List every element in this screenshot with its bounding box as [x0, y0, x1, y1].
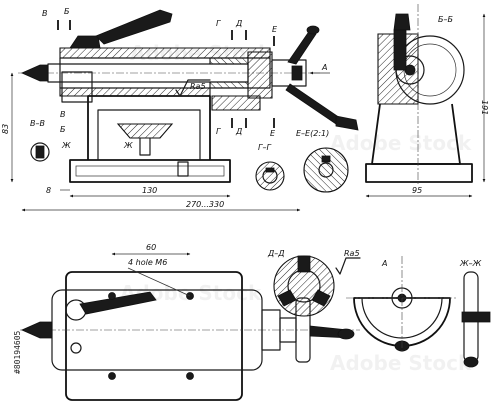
- screw-thread-bottom: [209, 81, 249, 89]
- plan-bolt-2: [108, 372, 116, 380]
- live-center-point: [21, 64, 49, 82]
- label-section-g-top: Г: [216, 19, 221, 28]
- vv-circle: [30, 142, 50, 162]
- clamp-boss: [69, 35, 101, 49]
- bb-lever-knob: [393, 13, 411, 31]
- label-section-e-bottom: Е: [270, 129, 276, 138]
- dim-270-330: 270...330: [186, 200, 224, 209]
- ee-outer: [303, 147, 349, 193]
- foot-bolt: [177, 161, 189, 177]
- base-plate: [69, 159, 231, 183]
- label-section-b: Б: [64, 7, 70, 16]
- label-ee: Е–Е(2:1): [296, 129, 329, 138]
- plan-clamp-boss: [65, 299, 87, 321]
- gg-outer: [255, 161, 285, 191]
- plan-clamp-lever: [79, 291, 157, 315]
- label-zhzh: Ж–Ж: [459, 259, 482, 268]
- stock-id: #80194605: [13, 330, 22, 374]
- base-slot: [75, 165, 225, 177]
- section-dd: Д–Д Ra5: [267, 249, 361, 317]
- label-section-zh-mid: Ж: [123, 141, 133, 150]
- ee-bore: [318, 162, 334, 178]
- label-section-v: В: [42, 9, 48, 18]
- roughness-ra-top: Ra5: [190, 82, 206, 91]
- zhzh-cross: [461, 311, 491, 323]
- handwheel-spoke-lower: [285, 83, 341, 125]
- label-dd: Д–Д: [267, 249, 285, 258]
- cutaway-bowl: [116, 123, 174, 139]
- label-section-d-top: Д: [235, 19, 242, 28]
- dim-83: 83: [1, 124, 10, 134]
- bb-spindle: [404, 64, 416, 76]
- gg-key: [265, 167, 275, 173]
- plan-handle-knob: [337, 328, 355, 340]
- section-zhzh: Ж–Ж: [459, 259, 491, 368]
- handwheel-knob-upper: [306, 25, 320, 35]
- roughness-symbol: [175, 79, 211, 97]
- section-gg: Г–Г: [255, 143, 285, 191]
- dim-60: 60: [146, 243, 156, 252]
- body-inner: [97, 109, 201, 161]
- dim-95: 95: [412, 186, 422, 195]
- label-section-d-bottom: Д: [235, 127, 242, 136]
- clamp-lever: [95, 9, 173, 45]
- dd-jaw-3: [311, 289, 331, 307]
- label-section-zh-left: Ж: [61, 141, 71, 150]
- ee-key: [321, 155, 331, 163]
- vv-key: [35, 145, 45, 159]
- plan-center-point: [21, 321, 53, 339]
- dd-jaw-2: [277, 289, 297, 307]
- cutaway-stem: [139, 137, 151, 156]
- watermark-text: Adobe Stock: [330, 351, 472, 375]
- label-bb: Б–Б: [438, 15, 453, 24]
- label-section-g-bottom: Г: [216, 127, 221, 136]
- label-section-v-left: В: [60, 110, 66, 119]
- plan-bolt-4: [186, 372, 194, 380]
- screw-thread-top: [209, 57, 249, 65]
- bb-clamp-bolt: [393, 29, 407, 71]
- plan-base-plate: [65, 271, 243, 401]
- label-gg: Г–Г: [258, 143, 271, 152]
- zhzh-knob: [463, 356, 479, 368]
- label-section-e-top: Е: [272, 25, 278, 34]
- leader-holes: [127, 267, 191, 297]
- dim-130: 130: [142, 186, 157, 195]
- handwheel-handle: [335, 115, 359, 131]
- housing-bottom-wall: [59, 87, 211, 97]
- label-view-a: А: [321, 63, 327, 72]
- section-ee: Е–Е(2:1): [296, 129, 349, 193]
- label-a: А: [381, 259, 387, 268]
- watermark-layer: Adobe Stock Adobe Stock Adobe Stock Adob…: [120, 41, 472, 375]
- dd-roughness-symbol: [335, 257, 361, 275]
- section-vv: В–В: [30, 119, 50, 162]
- handwheel-spoke-upper: [287, 29, 317, 65]
- roughness-ra-dd: Ra5: [344, 249, 360, 258]
- end-cap: [247, 51, 273, 99]
- dim-191: 191: [480, 100, 489, 115]
- left-cylinder: [61, 71, 93, 103]
- housing-top-wall: [59, 47, 271, 59]
- nut-hex: [291, 65, 303, 81]
- dim-8: 8: [46, 186, 51, 195]
- label-section-b-left: Б: [60, 125, 66, 134]
- front-section-view: В Б Г Д Е Г Д Е А В Б Ж Ж Ra5 83 8 130 2…: [1, 7, 359, 212]
- plan-view: 60 4 hole M6: [20, 243, 360, 401]
- plan-bolt-1: [108, 292, 116, 300]
- view-a: А: [346, 256, 458, 354]
- key-block: [211, 95, 261, 111]
- dd-jaw-1: [297, 255, 311, 273]
- dim-holes: 4 hole M6: [128, 258, 167, 267]
- section-bb: Б–Б 95 191: [365, 4, 489, 198]
- watermark-text: Adobe Stock: [330, 131, 472, 155]
- label-vv: В–В: [30, 119, 45, 128]
- bb-base: [365, 163, 473, 183]
- plan-hole: [70, 342, 82, 354]
